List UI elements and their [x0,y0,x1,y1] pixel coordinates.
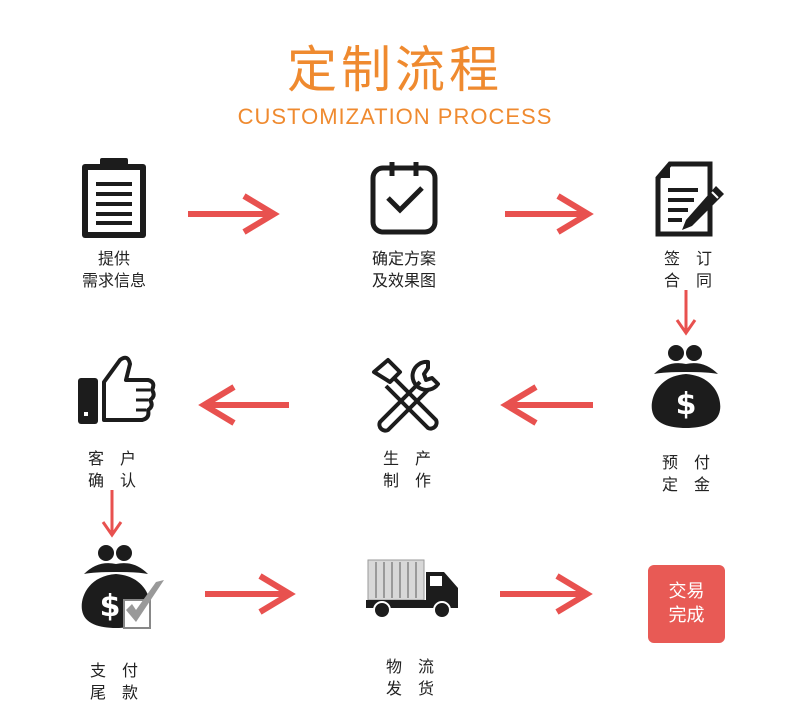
step-label-confirm-plan: 确定方案及效果图 [371,249,436,290]
money-bag-icon: $ [651,345,721,428]
step-label-customer-confirm: 客 户确 认 [87,449,136,490]
page-subtitle: CUSTOMIZATION PROCESS [237,104,553,129]
step-label-logistics-shipping: 物 流发 货 [385,657,434,698]
arrow-left-2 [198,384,289,426]
calendar-check-icon [370,162,438,235]
step-label-pay-balance: 支 付尾 款 [89,661,138,702]
transaction-complete-badge: 交易完成 [648,565,725,643]
arrow-right-1 [188,193,280,235]
step-label-prepay-deposit: 预 付定 金 [661,453,710,494]
thumbs-up-icon [78,355,156,424]
step-label-sign-contract: 签 订合 同 [663,249,712,290]
page-title: 定制流程 [287,41,503,99]
arrow-right-3 [205,573,296,615]
arrow-down-2 [101,490,123,538]
tools-icon [372,358,440,433]
truck-icon [366,559,458,619]
svg-text:$: $ [100,589,121,624]
step-label-provide-requirements: 提供需求信息 [81,249,146,290]
step-label-production: 生 产制 作 [382,449,431,490]
clipboard-icon [82,158,146,238]
arrow-right-4 [500,573,593,615]
svg-text:$: $ [676,387,697,422]
contract-sign-icon [655,161,724,237]
arrow-right-2 [505,193,594,235]
arrow-left-1 [500,384,593,426]
arrow-down-1 [675,290,697,336]
money-bag-check-icon: $ [81,545,164,629]
